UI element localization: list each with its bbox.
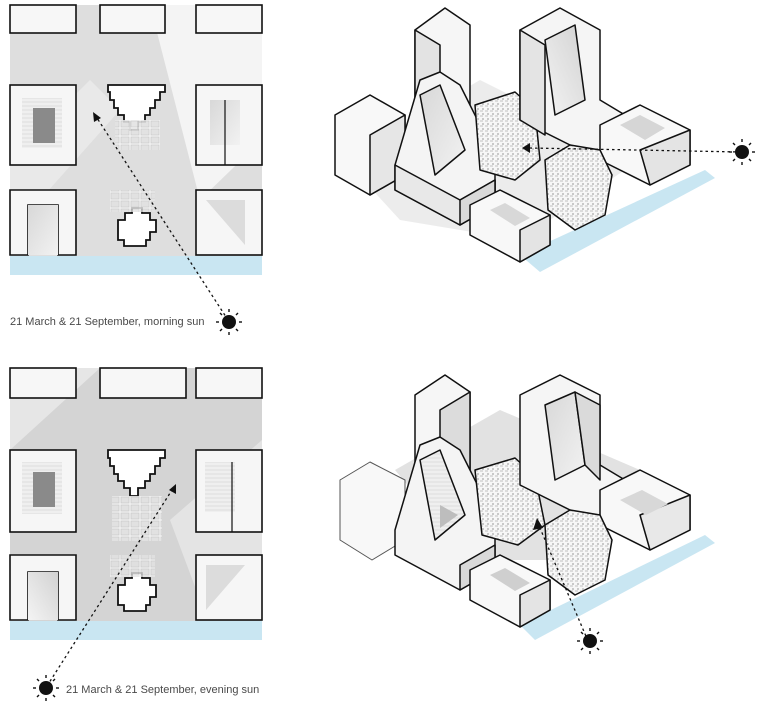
- water-strip: [10, 621, 262, 640]
- sun-icon: [33, 675, 59, 701]
- caption-morning: 21 March & 21 September, morning sun: [10, 316, 205, 328]
- plan-morning: [9, 4, 263, 335]
- water-strip: [10, 256, 262, 275]
- sun-icon: [729, 139, 755, 165]
- axo-evening: [339, 374, 715, 654]
- direction-arrow-icon: [522, 143, 530, 153]
- caption-evening: 21 March & 21 September, evening sun: [66, 684, 260, 696]
- direction-arrow-icon: [93, 112, 101, 122]
- sun-icon: [577, 628, 603, 654]
- direction-arrow-icon: [533, 518, 543, 530]
- sun-icon: [216, 309, 242, 335]
- direction-arrow-icon: [169, 484, 176, 494]
- axo-morning: [334, 7, 755, 272]
- plan-evening: [9, 367, 263, 701]
